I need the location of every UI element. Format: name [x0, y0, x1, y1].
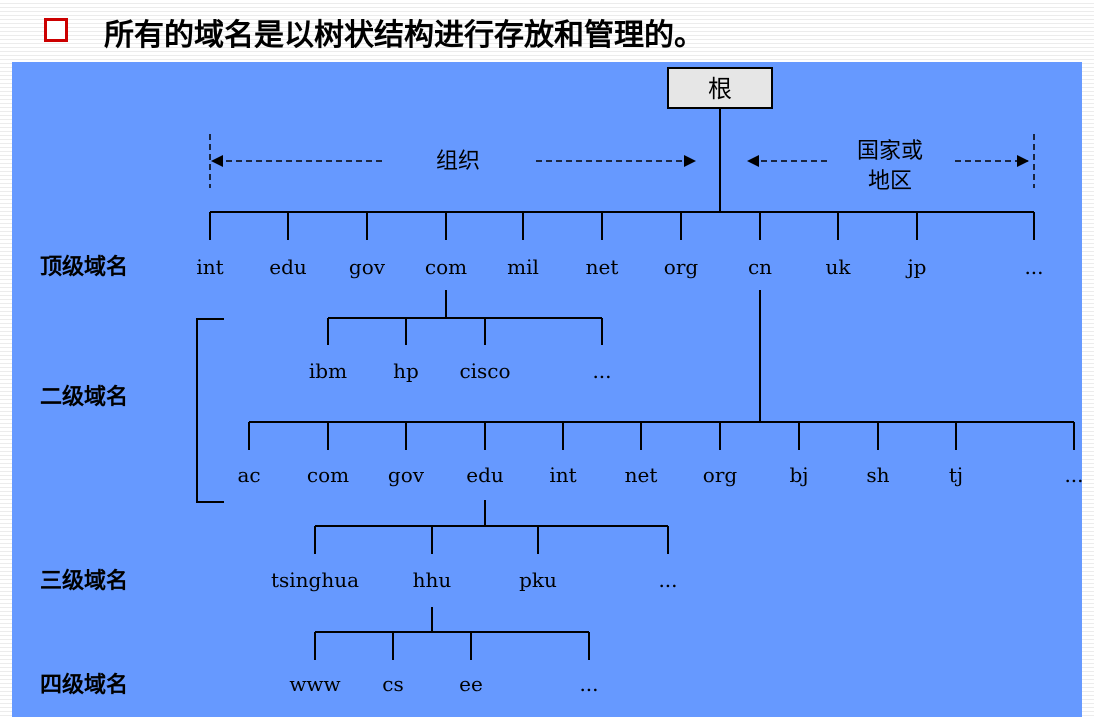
cn-second-level-group: ac com gov edu int net org bj sh tj...: [237, 290, 1082, 487]
cn-child-node-label: int: [549, 463, 576, 487]
hhu-fourth-level-group: www cs ee...: [289, 607, 599, 696]
edu-child-node-label: pku: [519, 568, 557, 592]
domain-tree-panel: 根 组织 国家或 地区 顶级域名 二级域名 三级域名 四级域名 int edu go…: [12, 62, 1082, 717]
country-range-label-line2: 地区: [868, 169, 912, 194]
com-second-level-group: ibm hp cisco...: [309, 290, 612, 383]
cn-child-node-label: net: [625, 463, 658, 487]
level-label-fourth: 四级域名: [40, 672, 128, 698]
top-level-node-label: org: [664, 255, 699, 279]
edu-third-level-group: tsinghua hhu pku...: [271, 500, 678, 592]
cn-child-node-label: tj: [949, 463, 963, 487]
level-label-top: 顶级域名: [40, 254, 128, 280]
com-child-node-label: hp: [393, 359, 419, 383]
second-level-bracket: [196, 318, 224, 503]
com-child-node-label: ibm: [309, 359, 347, 383]
top-level-node-label: jp: [905, 255, 926, 279]
cn-child-node-label: sh: [866, 463, 889, 487]
hhu-child-node-label: cs: [382, 672, 403, 696]
com-child-node-label: cisco: [459, 359, 510, 383]
level-label-third: 三级域名: [40, 568, 128, 594]
top-level-node-label: edu: [269, 255, 307, 279]
top-level-node-label: com: [425, 255, 467, 279]
level-label-second: 二级域名: [40, 384, 128, 410]
hhu-child-node-label: ...: [579, 672, 598, 696]
domain-tree-diagram: 根 组织 国家或 地区 顶级域名 二级域名 三级域名 四级域名 int edu go…: [40, 67, 1082, 698]
top-level-node-label: ...: [1024, 255, 1043, 279]
top-level-node-label: int: [196, 255, 223, 279]
country-range-label-line1: 国家或: [857, 139, 923, 164]
top-level-node-label: gov: [349, 255, 386, 279]
organization-range-label: 组织: [436, 149, 480, 174]
top-level-node-label: cn: [748, 255, 772, 279]
cn-child-node-label: bj: [789, 463, 808, 487]
root-node-box: [667, 67, 773, 109]
top-level-node-label: net: [586, 255, 619, 279]
hhu-child-node-label: ee: [459, 672, 483, 696]
cn-child-node-label: ...: [1064, 463, 1082, 487]
root-node-label: 根: [708, 75, 732, 103]
edu-child-node-label: ...: [658, 568, 677, 592]
bullet-square-icon: [44, 18, 68, 42]
page-title: 所有的域名是以树状结构进行存放和管理的。: [104, 18, 704, 53]
com-child-node-label: ...: [592, 359, 611, 383]
cn-child-node-label: gov: [388, 463, 425, 487]
top-level-domain-group: int edu gov com mil net org cn uk jp...: [196, 211, 1044, 279]
title-bar: 所有的域名是以树状结构进行存放和管理的。: [0, 0, 1094, 62]
cn-child-node-label: org: [703, 463, 738, 487]
cn-child-node-label: ac: [237, 463, 260, 487]
edu-child-node-label: tsinghua: [271, 568, 359, 592]
cn-child-node-label: edu: [466, 463, 504, 487]
hhu-child-node-label: www: [289, 672, 340, 696]
top-level-node-label: mil: [507, 255, 539, 279]
top-level-node-label: uk: [826, 255, 852, 279]
edu-child-node-label: hhu: [413, 568, 452, 592]
cn-child-node-label: com: [307, 463, 349, 487]
